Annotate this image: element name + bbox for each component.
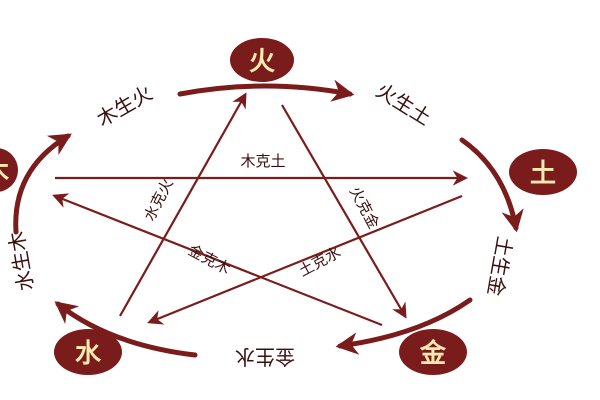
node-fire-label: 火 [249,47,275,77]
node-earth-label: 土 [530,159,556,189]
label-earth-generates-metal: 土生金 [483,235,517,298]
node-wood-label: 木 [0,157,9,187]
node-water-label: 水 [75,339,102,369]
arrow-metal-overcomes-wood [52,193,383,327]
arrow-water-overcomes-fire [119,92,247,317]
arrow-metal-generates-water [54,301,198,358]
node-earth: 土 [509,149,577,195]
arrow-water-generates-wood [13,133,72,235]
node-fire: 火 [230,38,294,82]
arrow-wood-generates-fire [177,79,355,102]
node-wood: 木 [0,148,18,192]
node-metal-label: 金 [419,338,447,369]
label-water-overcomes-fire: 水克火 [140,176,176,224]
node-water: 水 [54,329,122,375]
label-fire-generates-earth: 火生土 [372,78,436,130]
label-wood-overcomes-earth: 木克土 [240,152,285,170]
arrow-fire-generates-earth [459,137,524,233]
label-water-generates-wood: 水生木 [4,230,38,293]
arrow-earth-overcomes-water [147,194,463,325]
label-earth-overcomes-water: 土克水 [296,243,344,280]
arrow-earth-generates-metal [335,297,473,355]
label-metal-overcomes-wood: 金克木 [185,241,233,278]
node-metal: 金 [399,329,467,375]
label-metal-generates-water: 金生水 [235,345,295,369]
label-wood-generates-fire: 木生火 [93,81,157,132]
arrow-fire-overcomes-metal [281,104,407,319]
